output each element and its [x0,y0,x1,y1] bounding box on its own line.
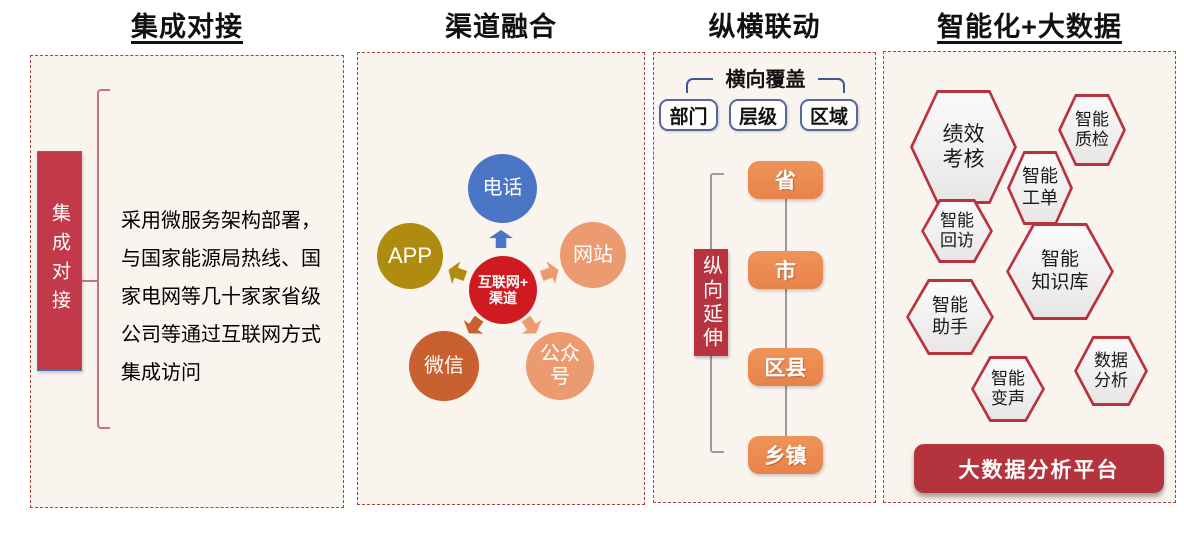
level-box-township: 乡镇 [748,436,823,474]
hex-label-line: 智能 [991,368,1025,388]
arrow-upper-left-icon [444,259,469,288]
description-line: 家电网等几十家家省级 [121,286,321,308]
hub-line: 互联网+ [477,273,529,290]
section-title-linkage: 纵横联动 [708,12,821,42]
description-line: 采用微服务架构部署， [121,210,321,232]
hexagon-data-analysis: 数据分析 [1074,336,1148,406]
level-box-district: 区县 [748,348,823,386]
hexagon-smart-callback: 智能回访 [921,199,993,263]
description-line: 与国家能源局热线、国 [121,248,321,270]
hex-label-line: 分析 [1094,371,1128,390]
hex-label-line: 工单 [1022,188,1058,208]
hexagon-smart-knowledge-base: 智能知识库 [1006,223,1114,320]
hex-label-line: 智能 [1075,109,1109,129]
integration-bracket [97,89,110,429]
coverage-item-region: 区域 [800,99,858,131]
hexagon-fill [1061,97,1123,163]
section-title-channel-fusion: 渠道融合 [445,12,557,42]
channel-phone-circle: 电话 [468,154,537,223]
hex-label-line: 智能 [1040,248,1079,270]
hexagon-smart-quality-check: 智能质检 [1058,94,1126,166]
hub-line: 渠道 [489,290,517,306]
hex-label-line: 绩效 [942,122,985,146]
coverage-item-level: 层级 [729,99,787,131]
vertical-extension-label-box: 纵向延伸 [694,249,728,356]
hex-label-line: 数据 [1094,350,1128,370]
integration-side-label-box: 集成对接 [37,151,82,371]
section-title-smart-bigdata: 智能化+大数据 [937,12,1122,42]
hex-label-line: 知识库 [1031,271,1089,293]
hexagon-fill [909,282,991,352]
description-line: 公司等通过互联网方式 [121,324,321,346]
chain-connector-line [785,386,787,436]
integration-description: 采用微服务架构部署， 与国家能源局热线、国 家电网等几十家家省级 公司等通过互联… [121,202,356,392]
hexagon-smart-voice-change: 智能变声 [971,356,1045,422]
panel-linkage: 横向覆盖 部门 层级 区域 纵向延伸 省 市 区县 乡镇 [653,52,876,503]
description-line: 集成访问 [121,362,201,384]
hex-label-line: 变声 [991,389,1025,408]
hex-label-line: 智能 [940,210,974,230]
hex-label-line: 智能 [1022,166,1058,187]
hex-label-line: 回访 [940,231,974,250]
channel-wechat-circle: 微信 [409,331,479,401]
horizontal-coverage-label: 横向覆盖 [725,69,806,91]
section-title-integration: 集成对接 [131,12,243,42]
level-box-province: 省 [748,161,823,199]
bracket-left-icon [686,78,713,93]
hexagon-performance-appraisal: 绩效考核 [910,90,1017,204]
hexagon-smart-assistant: 智能助手 [906,279,994,355]
public-account-line: 公众 [540,343,580,365]
level-box-city: 市 [748,251,823,289]
hex-label-line: 助手 [932,317,968,337]
panel-integration: 集成对接 采用微服务架构部署， 与国家能源局热线、国 家电网等几十家家省级 公司… [30,55,344,508]
bracket-right-icon [818,78,845,93]
hexagon-smart-work-order: 智能工单 [1007,151,1073,225]
hex-label-line: 质检 [1075,130,1109,149]
panel-smart-bigdata: 绩效考核 智能质检 智能工单 智能回访 智能知识库 智能助手 [883,51,1176,503]
hex-label-line: 智能 [932,295,968,316]
panel-channel-fusion: 电话 APP 网站 微信 公众 号 互联网+ 渠道 [357,52,645,505]
hexagon-fill [924,202,990,260]
bigdata-platform-banner: 大数据分析平台 [914,444,1164,493]
channel-app-circle: APP [377,223,443,289]
hexagon-fill [1077,339,1145,403]
channel-website-circle: 网站 [560,222,626,288]
chain-connector-line [785,289,787,348]
coverage-item-department: 部门 [659,99,718,131]
chain-connector-line [785,199,787,251]
arrow-up-icon [489,230,513,248]
channel-public-account-circle: 公众 号 [526,332,594,400]
arrow-upper-right-icon [537,259,562,288]
integration-bracket-connector [82,280,98,282]
channel-hub-circle: 互联网+ 渠道 [469,256,537,324]
hex-label-line: 考核 [942,148,985,171]
public-account-line: 号 [550,366,570,388]
